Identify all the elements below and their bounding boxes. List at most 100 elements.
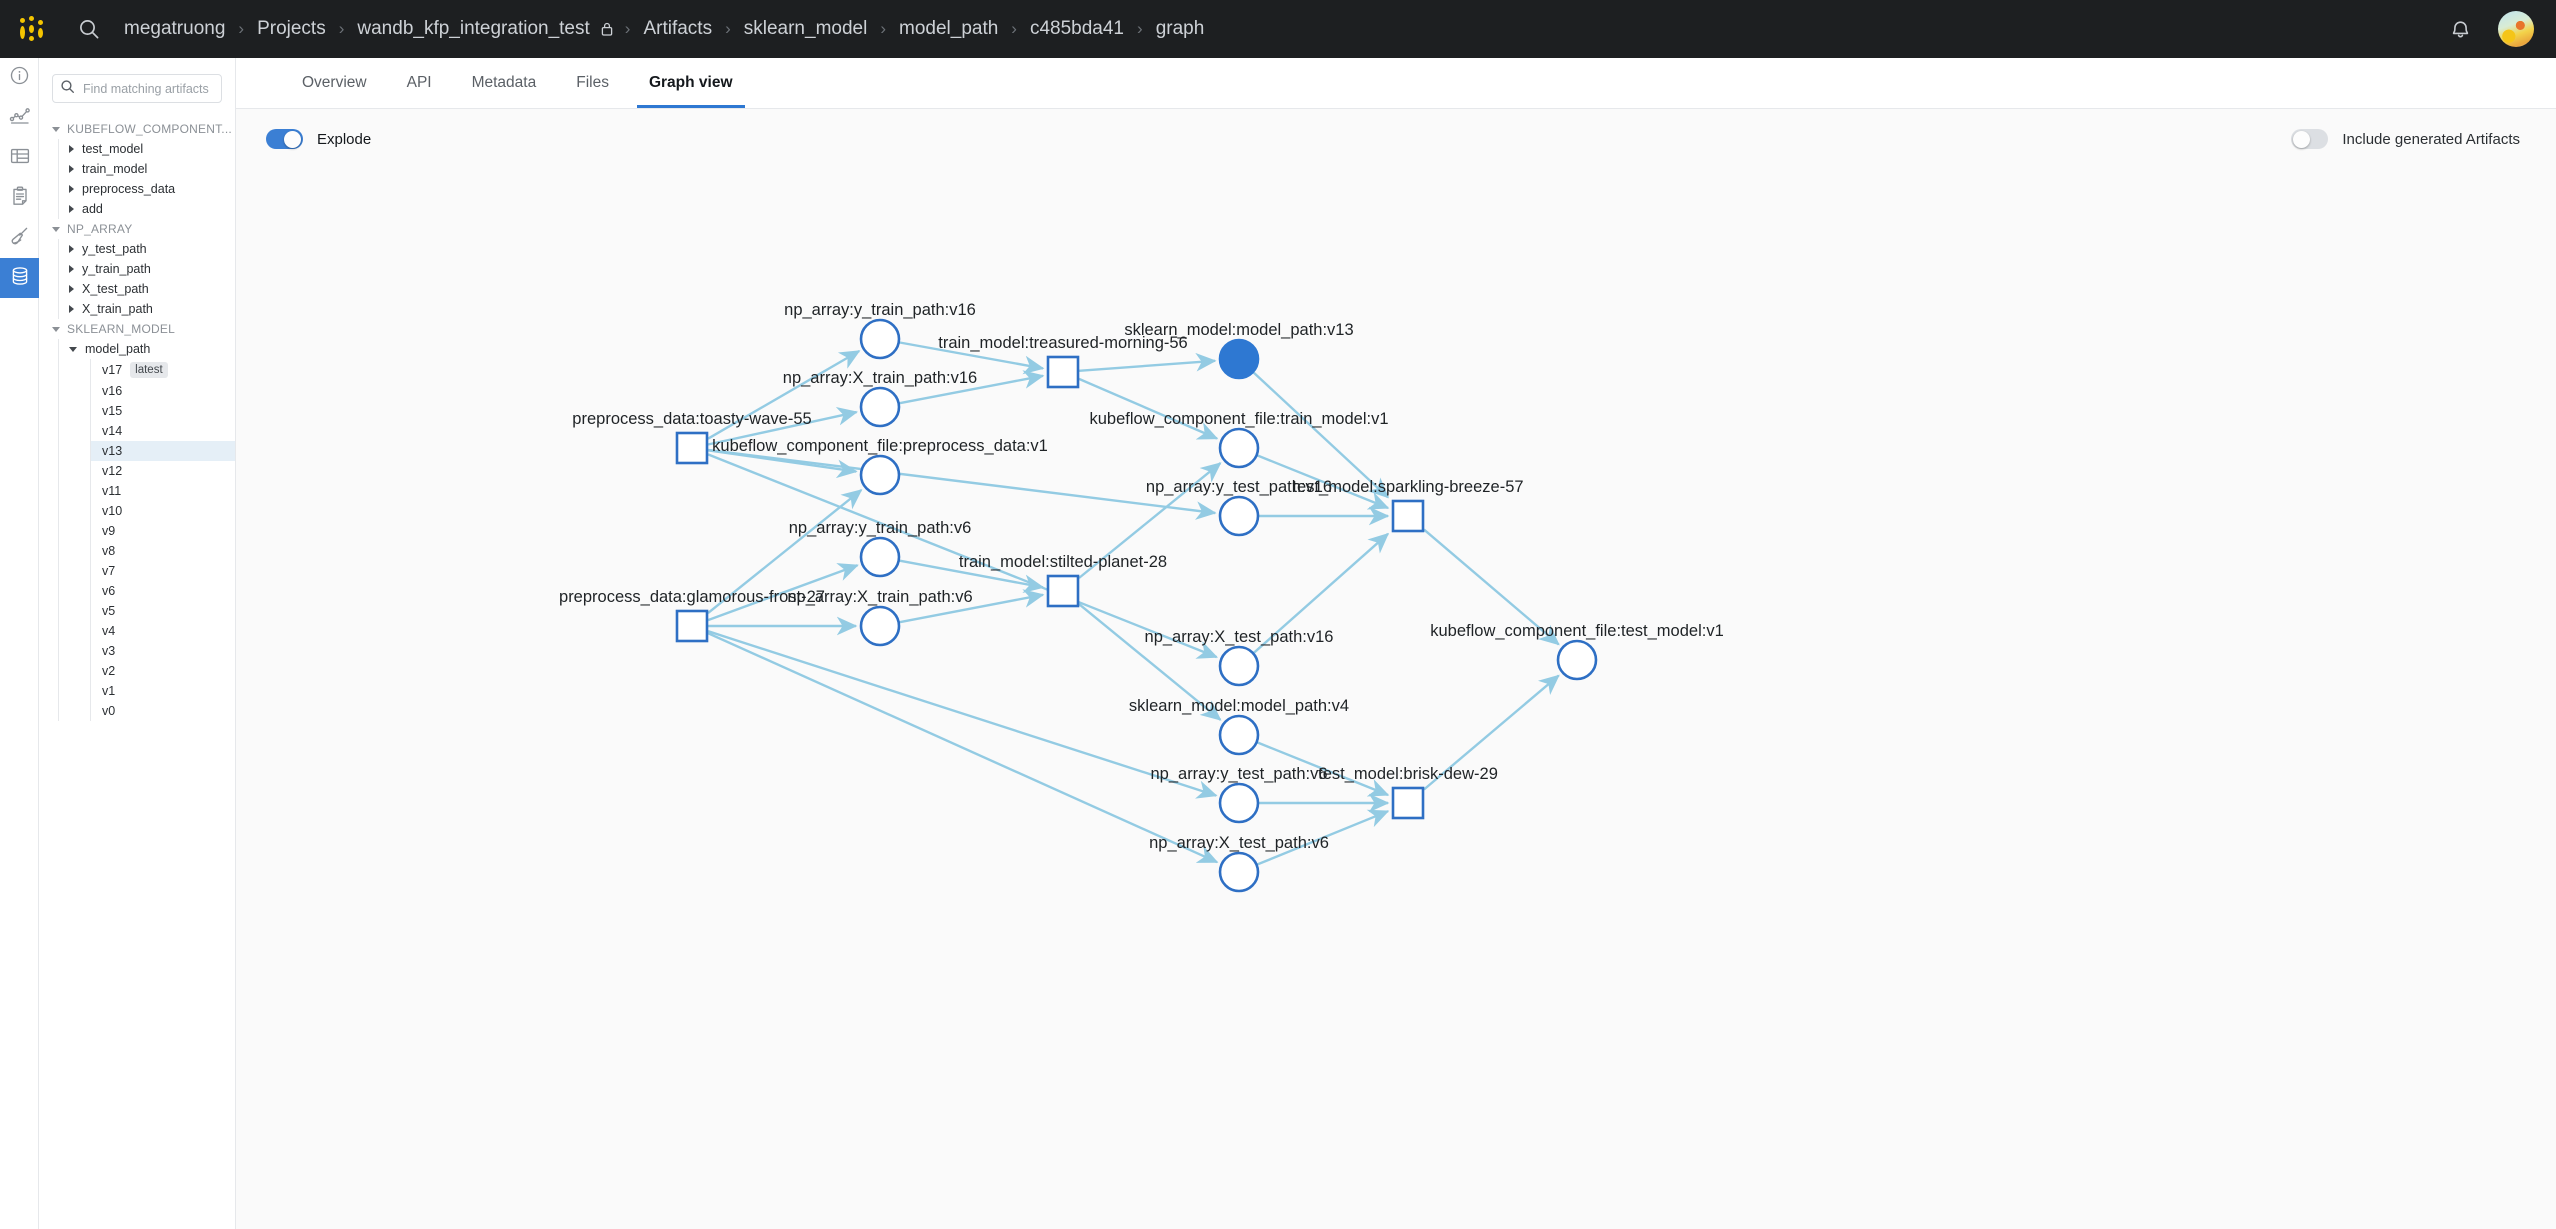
version-item-v2[interactable]: v2	[91, 661, 235, 681]
graph-node-n13[interactable]	[859, 605, 901, 647]
breadcrumb-separator: ›	[725, 19, 731, 38]
graph-node-n9[interactable]	[1391, 499, 1425, 533]
graph-node-n3[interactable]	[675, 431, 709, 465]
breadcrumb-item-c485bda41[interactable]: c485bda41	[1029, 18, 1125, 39]
tab-files[interactable]: Files	[576, 74, 609, 91]
version-item-v11[interactable]: v11	[91, 481, 235, 501]
graph-node-n6[interactable]	[1218, 338, 1260, 380]
graph-node-n8[interactable]	[1218, 495, 1260, 537]
sidebar-item-overview[interactable]	[0, 58, 39, 98]
graph-node-label: train_model:treasured-morning-56	[938, 334, 1187, 352]
version-item-v8[interactable]: v8	[91, 541, 235, 561]
tree-item-model-path[interactable]: model_path	[59, 339, 235, 359]
artifact-search-box[interactable]	[52, 74, 222, 103]
tree-item-y-train-path[interactable]: y_train_path	[59, 259, 235, 279]
breadcrumb: megatruong › Projects › wandb_kfp_integratio…	[122, 0, 1206, 58]
sidebar-item-reports[interactable]	[0, 178, 39, 218]
wandb-dots-logo[interactable]	[0, 0, 66, 58]
graph-node-n18[interactable]	[1391, 786, 1425, 820]
graph-node-n7[interactable]	[1218, 427, 1260, 469]
bell-icon[interactable]	[2449, 17, 2472, 41]
version-label: v17	[102, 363, 123, 377]
tab-graph-view[interactable]: Graph view	[629, 57, 753, 108]
graph-node-n10[interactable]	[859, 536, 901, 578]
explode-toggle[interactable]: Explode	[266, 129, 371, 149]
version-label: v14	[102, 424, 123, 438]
graph-node-n4[interactable]	[859, 454, 901, 496]
version-item-v9[interactable]: v9	[91, 521, 235, 541]
graph-edge	[899, 341, 1045, 375]
tree-item-x-test-path[interactable]: X_test_path	[59, 279, 235, 299]
graph-edge	[1423, 528, 1560, 646]
graph-edge	[707, 630, 1218, 799]
artifact-graph-svg: np_array:y_train_path:v16np_array:X_trai…	[559, 301, 1724, 893]
breadcrumb-item-wandb-kfp-integration-test[interactable]: wandb_kfp_integration_test	[357, 18, 590, 39]
version-item-v10[interactable]: v10	[91, 501, 235, 521]
graph-node-n15[interactable]	[1556, 639, 1598, 681]
chevron-right-icon	[69, 205, 74, 213]
breadcrumb-item-megatruong[interactable]: megatruong	[124, 18, 226, 39]
graph-node-label: np_array:X_train_path:v6	[787, 588, 972, 606]
version-item-v15[interactable]: v15	[91, 401, 235, 421]
graph-node-n5[interactable]	[1046, 355, 1080, 389]
graph-node-n2[interactable]	[859, 386, 901, 428]
version-item-v14[interactable]: v14	[91, 421, 235, 441]
version-item-v13[interactable]: v13	[91, 441, 235, 461]
tree-item-preprocess-data[interactable]: preprocess_data	[59, 179, 235, 199]
graph-node-label: kubeflow_component_file:preprocess_data:…	[712, 437, 1048, 455]
version-item-v7[interactable]: v7	[91, 561, 235, 581]
tree-item-test-model[interactable]: test_model	[59, 139, 235, 159]
breadcrumb-item-projects[interactable]: Projects	[257, 18, 326, 39]
graph-node-n12[interactable]	[675, 609, 709, 643]
breadcrumb-separator: ›	[238, 19, 245, 38]
version-item-v12[interactable]: v12	[91, 461, 235, 481]
graph-edge	[899, 370, 1045, 405]
tree-item-x-train-path[interactable]: X_train_path	[59, 299, 235, 319]
graph-node-n17[interactable]	[1218, 782, 1260, 824]
sidebar-item-charts[interactable]	[0, 98, 39, 138]
tree-group-kubeflow-component-[interactable]: KUBEFLOW_COMPONENT...	[39, 119, 235, 139]
tab-api[interactable]: API	[406, 74, 432, 91]
breadcrumb-item-graph[interactable]: graph	[1155, 18, 1205, 39]
version-item-v1[interactable]: v1	[91, 681, 235, 701]
explode-switch[interactable]	[266, 129, 303, 149]
tree-group-sklearn-model[interactable]: SKLEARN_MODEL	[39, 319, 235, 339]
tab-overview[interactable]: Overview	[302, 74, 367, 91]
sidebar-item-tables[interactable]	[0, 138, 39, 178]
include-generated-artifacts-toggle[interactable]: Include generated Artifacts	[2291, 129, 2520, 149]
version-item-v6[interactable]: v6	[91, 581, 235, 601]
breadcrumb-item-model-path[interactable]: model_path	[899, 18, 999, 39]
include-generated-switch[interactable]	[2291, 129, 2329, 149]
version-item-v4[interactable]: v4	[91, 621, 235, 641]
graph-node-n14[interactable]	[1218, 645, 1260, 687]
chevron-right-icon	[69, 185, 74, 193]
tree-item-add[interactable]: add	[59, 199, 235, 219]
graph-edge	[1423, 674, 1560, 791]
graph-node-n11[interactable]	[1046, 574, 1080, 608]
breadcrumb-item-artifacts[interactable]: Artifacts	[643, 18, 713, 39]
sidebar-item-artifacts[interactable]	[0, 258, 39, 298]
version-item-v3[interactable]: v3	[91, 641, 235, 661]
version-item-v0[interactable]: v0	[91, 701, 235, 721]
graph-edge	[1257, 809, 1390, 866]
chart-line-icon	[9, 105, 31, 132]
top-bar: megatruong › Projects › wandb_kfp_integratio…	[0, 0, 2556, 58]
version-item-v5[interactable]: v5	[91, 601, 235, 621]
search-icon[interactable]	[66, 0, 112, 58]
graph-node-n1[interactable]	[859, 318, 901, 360]
graph-node-n19[interactable]	[1218, 851, 1260, 893]
tree-item-train-model[interactable]: train_model	[59, 159, 235, 179]
user-avatar[interactable]	[2498, 11, 2534, 47]
version-item-v16[interactable]: v16	[91, 381, 235, 401]
tree-group-np-array[interactable]: NP_ARRAY	[39, 219, 235, 239]
chevron-right-icon	[69, 165, 74, 173]
tab-metadata[interactable]: Metadata	[471, 74, 537, 91]
tree-item-y-test-path[interactable]: y_test_path	[59, 239, 235, 259]
search-input[interactable]	[81, 80, 214, 97]
breadcrumb-item-sklearn-model[interactable]: sklearn_model	[743, 18, 868, 39]
sidebar-item-sweeps[interactable]	[0, 218, 39, 258]
version-badge: latest	[130, 362, 168, 378]
version-item-v17[interactable]: v17 latest	[91, 359, 235, 381]
graph-node-n16[interactable]	[1218, 714, 1260, 756]
